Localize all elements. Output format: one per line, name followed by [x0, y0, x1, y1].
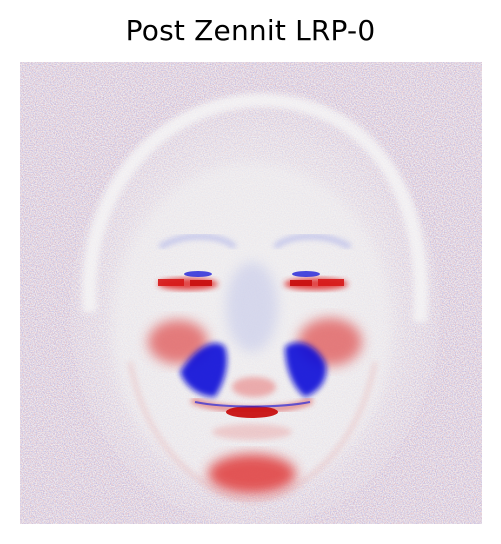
jaw-outline — [128, 361, 377, 505]
relevance-heatmap — [20, 62, 482, 524]
right-nasolabial — [285, 342, 327, 397]
right-eyebrow — [273, 234, 352, 250]
left-eye — [158, 271, 218, 290]
left-cheek — [148, 320, 208, 364]
figure-title: Post Zennit LRP-0 — [125, 14, 376, 47]
lower-lip — [212, 424, 292, 440]
left-nasolabial — [180, 343, 227, 397]
mouth — [190, 397, 314, 418]
chin — [208, 454, 296, 494]
nose-tip — [232, 377, 276, 397]
right-eye — [284, 271, 348, 290]
nose-bridge — [226, 262, 278, 352]
left-eyebrow — [158, 234, 237, 250]
hair-outline — [82, 92, 428, 323]
